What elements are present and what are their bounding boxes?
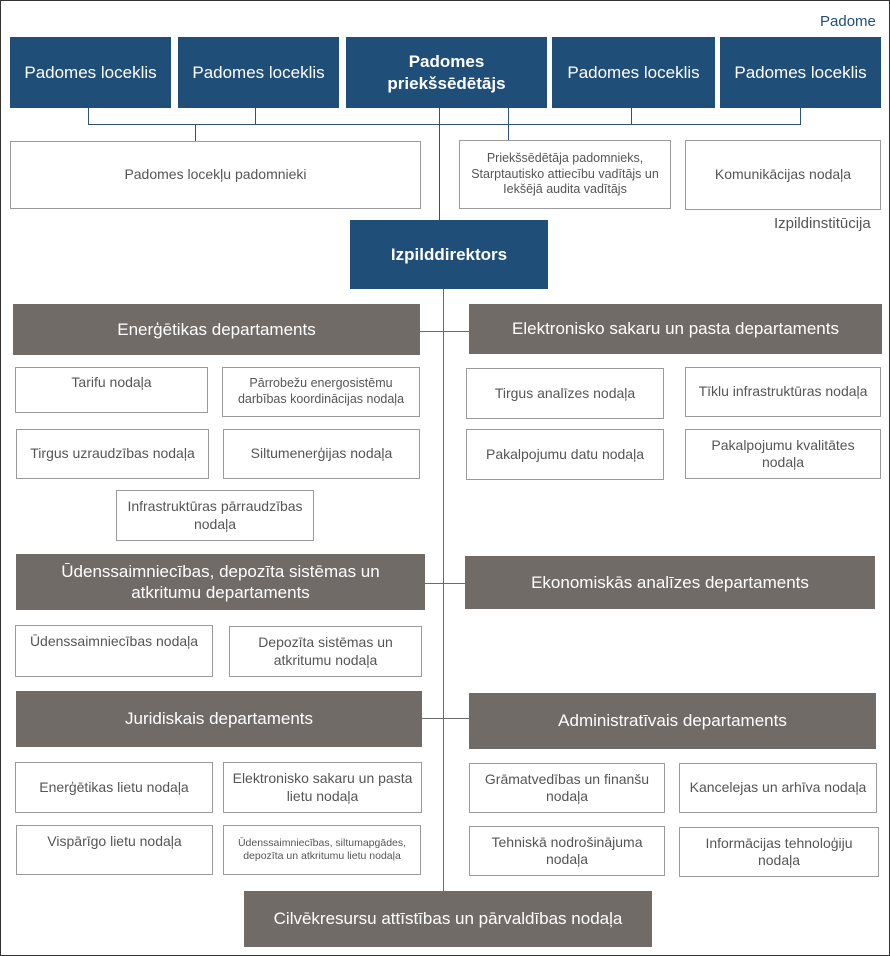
unit-box: Tīklu infrastruktūras nodaļa [685,367,881,417]
unit-box: Pakalpojumu kvalitātes nodaļa [685,429,881,479]
hr-unit-box: Cilvēkresursu attīstības un pārvaldības … [244,891,652,947]
unit-box: Elektronisko sakaru un pasta lietu nodaļ… [223,762,422,813]
unit-box: Kancelejas un arhīva nodaļa [679,763,877,813]
connector-line [631,107,632,125]
chair-director-line [439,107,440,220]
unit-box: Tarifu nodaļa [15,367,208,413]
advisors-box: Padomes locekļu padomnieki [10,141,421,209]
unit-box: Pārrobežu energosistēmu darbības koordin… [222,367,420,417]
electronic-department-box: Elektronisko sakaru un pasta departament… [469,304,882,354]
water-department-box: Ūdenssaimniecības, depozīta sistēmas un … [16,554,425,610]
council-label: Padome [820,13,876,30]
council-member-box: Padomes loceklis [552,37,715,108]
council-member-box: Padomes loceklis [178,37,339,108]
unit-box: Informācijas tehnoloģiju nodaļa [679,827,879,877]
unit-box: Tirgus analīzes nodaļa [466,368,664,419]
communications-box: Komunikācijas nodaļa [685,140,881,210]
unit-box: Enerģētikas lietu nodaļa [15,762,213,813]
council-member-box: Padomes loceklis [720,37,881,108]
admin-department-box: Administratīvais departaments [469,693,876,749]
unit-box: Grāmatvedības un finanšu nodaļa [469,763,665,813]
connector-line [255,107,256,125]
main-vertical-line [443,287,444,891]
director-box: Izpilddirektors [350,220,548,289]
unit-box: Siltumenerģijas nodaļa [223,429,420,479]
unit-box: Tirgus uzraudzības nodaļa [16,429,209,479]
legal-department-box: Juridiskais departaments [16,691,422,747]
connector-line [422,718,469,719]
connector-line [195,124,196,141]
council-chair-box: Padomes priekšsēdētājs [346,37,547,108]
unit-box: Infrastruktūras pārraudzības nodaļa [116,490,314,541]
chair-advisor-box: Priekšsēdētāja padomnieks, Starptautisko… [459,140,671,209]
unit-box: Depozīta sistēmas un atkritumu nodaļa [229,626,422,677]
connector-line [419,331,469,332]
connector-line [800,107,801,125]
unit-box: Pakalpojumu datu nodaļa [466,429,664,480]
connector-line [424,583,465,584]
energy-department-box: Enerģētikas departaments [13,304,420,355]
unit-box: Ūdenssaimniecības nodaļa [15,625,213,677]
economic-department-box: Ekonomiskās analīzes departaments [465,556,875,609]
unit-box: Tehniskā nodrošinājuma nodaļa [469,826,665,876]
unit-box: Ūdenssaimniecības, siltumapgādes, depozī… [223,825,421,875]
council-connector-line [88,124,801,125]
connector-line [508,107,509,140]
unit-box: Vispārīgo lietu nodaļa [16,825,213,875]
connector-line [88,107,89,125]
executive-label: Izpildinstitūcija [774,215,871,232]
council-member-box: Padomes loceklis [10,37,171,108]
